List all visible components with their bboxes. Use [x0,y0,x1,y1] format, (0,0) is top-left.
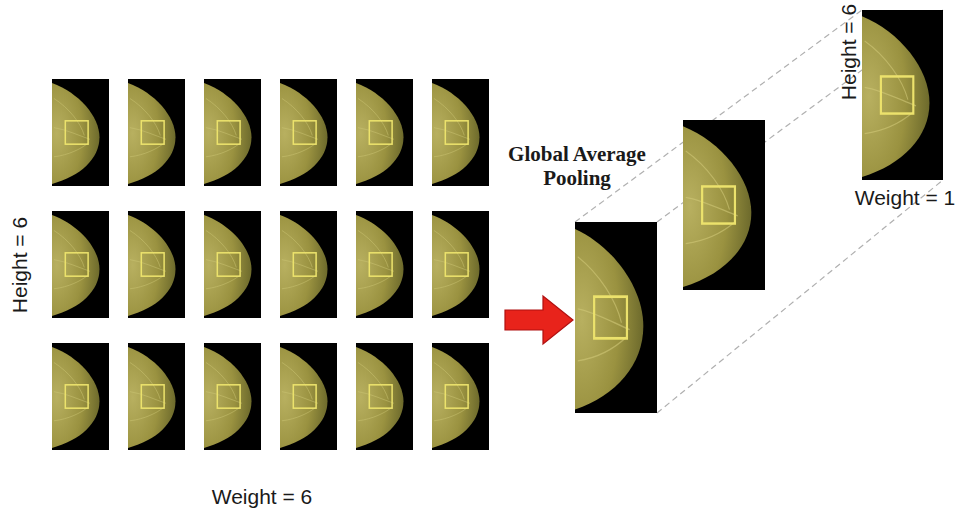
feature-map [356,343,413,450]
red-arrow [505,296,573,344]
feature-map [52,79,109,186]
operation-label: Global Average Pooling [492,142,662,190]
feature-map [280,79,337,186]
feature-map [128,343,185,450]
feature-map [432,211,489,318]
feature-map [356,211,413,318]
pooled-feature [862,10,943,180]
pooled-feature [683,120,765,290]
feature-map [128,79,185,186]
feature-map [52,343,109,450]
feature-map [204,211,261,318]
projection-lines [575,10,943,413]
axis-label: Weight = 1 [855,186,956,210]
feature-map [432,79,489,186]
feature-map [52,211,109,318]
axis-label: Weight = 6 [212,485,313,509]
feature-map [356,79,413,186]
feature-map [280,343,337,450]
axis-label: Height = 6 [837,4,861,100]
feature-map [128,211,185,318]
feature-map [432,343,489,450]
input-feature-grid [52,79,489,450]
feature-map [280,211,337,318]
pooled-feature [575,222,657,413]
feature-map [204,79,261,186]
feature-map [204,343,261,450]
axis-label: Height = 6 [8,217,32,313]
